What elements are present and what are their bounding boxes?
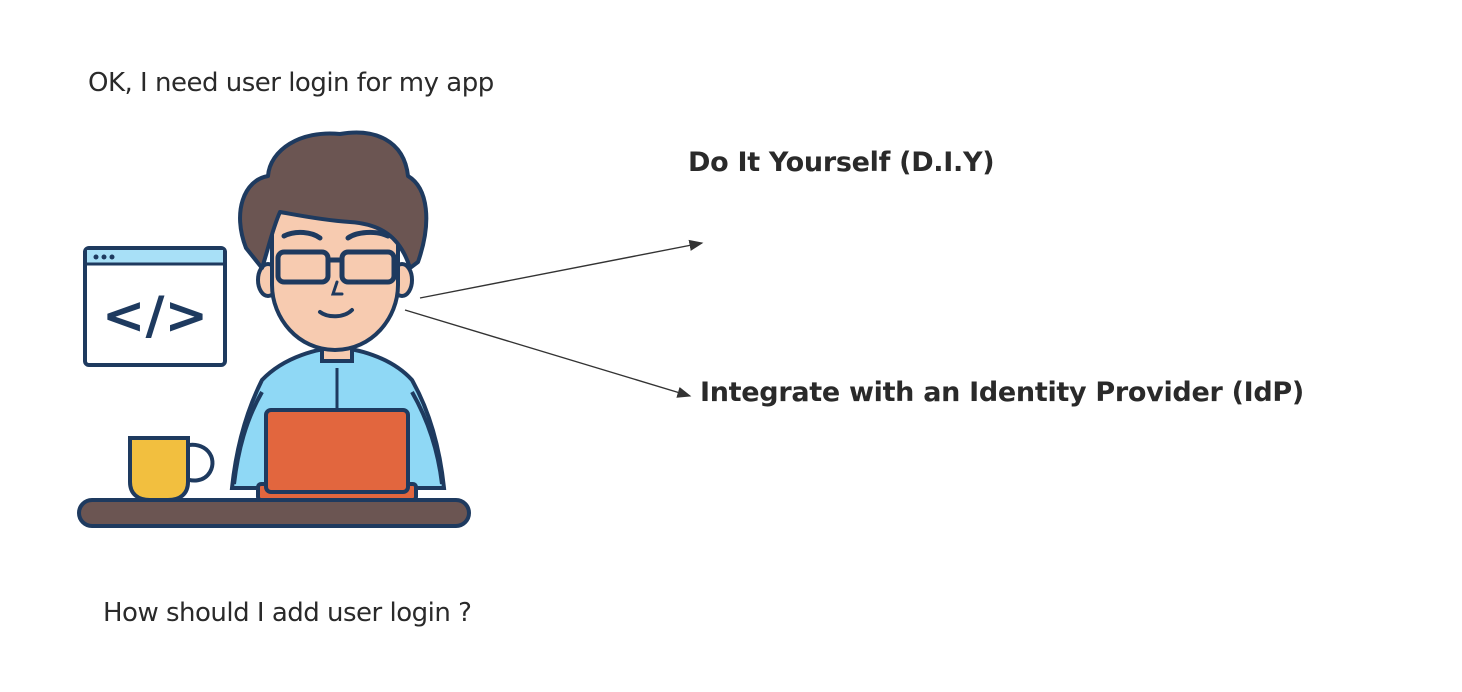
caption-how-add-login: How should I add user login ? [103,598,472,628]
code-symbol: </> [102,286,208,346]
code-window-icon: </> [83,246,227,367]
coffee-mug-icon [128,436,215,502]
arrow-to-idp [404,309,692,398]
desk [77,498,471,528]
laptop-icon [256,408,418,502]
caption-need-login: OK, I need user login for my app [88,68,494,98]
option-diy-label: Do It Yourself (D.I.Y) [688,147,995,178]
option-idp-label: Integrate with an Identity Provider (IdP… [700,377,1304,408]
arrow-to-diy [419,239,704,299]
